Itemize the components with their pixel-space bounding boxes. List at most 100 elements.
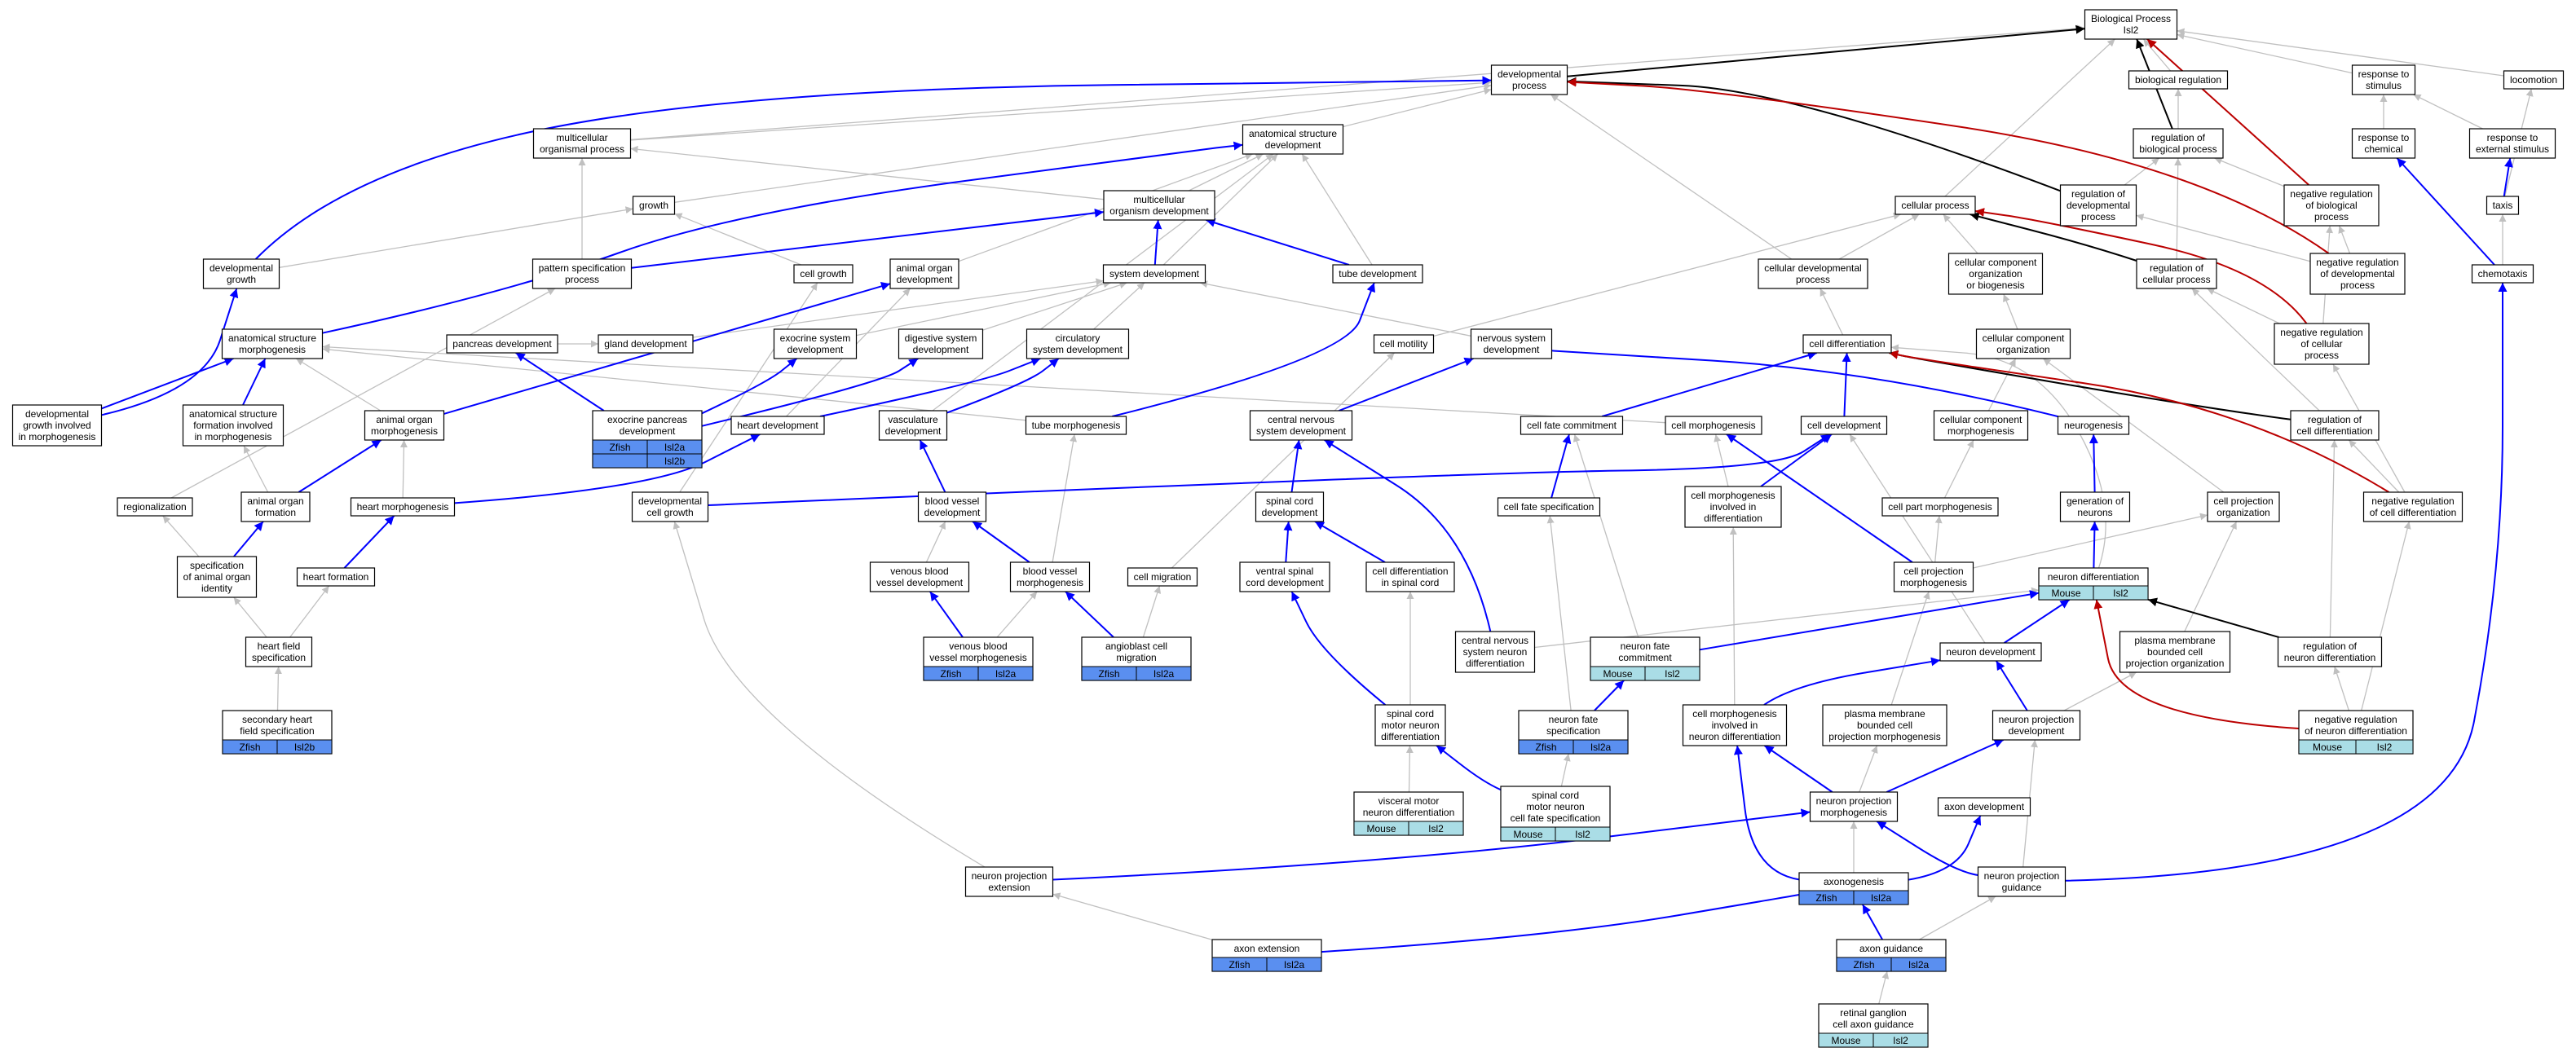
term-node-cell-fate-specification[interactable]: cell fate specification: [1497, 497, 1601, 517]
term-node-neurogenesis[interactable]: neurogenesis: [2057, 416, 2130, 435]
term-node-heart-morphogenesis[interactable]: heart morphogenesis: [350, 497, 456, 517]
term-node-neuron-development[interactable]: neuron development: [1939, 642, 2042, 662]
term-node-regionalization[interactable]: regionalization: [117, 497, 193, 517]
term-node-system-development[interactable]: system development: [1102, 264, 1206, 284]
term-node-gland-development[interactable]: gland development: [598, 334, 694, 354]
term-node-cell-development[interactable]: cell development: [1800, 416, 1888, 435]
term-node-tube-morphogenesis[interactable]: tube morphogenesis: [1025, 416, 1127, 435]
term-label: field specification: [240, 725, 314, 737]
term-node-biological-regulation[interactable]: biological regulation: [2128, 70, 2229, 90]
term-node-axon-development[interactable]: axon development: [1937, 797, 2031, 817]
term-node-cell-growth[interactable]: cell growth: [793, 264, 854, 284]
term-node-chemotaxis[interactable]: chemotaxis: [2471, 264, 2534, 284]
term-node-heart-development[interactable]: heart development: [730, 416, 825, 435]
term-node-cell-differentiation[interactable]: cell differentiation: [1802, 334, 1892, 354]
term-node-growth[interactable]: growth: [632, 196, 676, 215]
term-node-cell-morphogenesis[interactable]: cell morphogenesis: [1665, 416, 1762, 435]
term-node-pancreas-development[interactable]: pancreas development: [446, 334, 558, 354]
term-node-taxis[interactable]: taxis: [2486, 196, 2520, 215]
term-node-cell-motility[interactable]: cell motility: [1373, 334, 1435, 354]
term-node-cell-migration[interactable]: cell migration: [1127, 567, 1198, 587]
term-node-cell-fate-commitment[interactable]: cell fate commitment: [1520, 416, 1624, 435]
term-node-cellular-process[interactable]: cellular process: [1895, 196, 1976, 215]
term-node-tube-development[interactable]: tube development: [1332, 264, 1423, 284]
term-node-cell-part-morphogenesis[interactable]: cell part morphogenesis: [1881, 497, 1999, 517]
term-node-locomotion[interactable]: locomotion: [2503, 70, 2565, 90]
term-node-heart-formation[interactable]: heart formation: [296, 567, 376, 587]
edge-blue-heartdev-to-circsysdev: [819, 357, 1041, 417]
